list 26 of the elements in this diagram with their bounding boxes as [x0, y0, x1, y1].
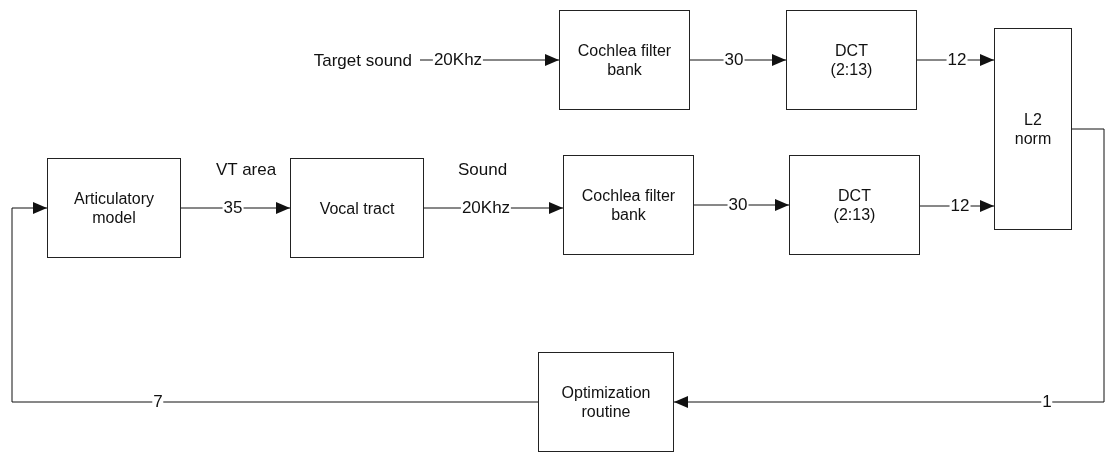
process-box: [47, 158, 181, 258]
box-label: DCT (2:13): [832, 186, 877, 224]
process-box: [563, 155, 694, 255]
input-label: Target sound: [313, 50, 412, 70]
signal-label: VT area: [216, 160, 277, 180]
arrow: [11, 202, 539, 403]
process-box: [290, 158, 424, 258]
box-label: Articulatory model: [73, 189, 155, 227]
process-box: [786, 10, 917, 110]
arrow: [693, 199, 790, 211]
arrow: [673, 128, 1105, 408]
arrow: [919, 200, 995, 212]
arrow: [916, 54, 995, 66]
arrow: [180, 202, 291, 214]
signal-label: Sound: [458, 160, 508, 180]
box-label: DCT (2:13): [829, 41, 874, 79]
process-box: [789, 155, 920, 255]
box-label: Vocal tract: [319, 198, 395, 218]
box-label: L2 norm: [1013, 110, 1053, 148]
arrow: [689, 54, 787, 66]
process-box: [538, 352, 674, 452]
process-box: [559, 10, 690, 110]
box-label: Cochlea filter bank: [576, 41, 673, 79]
box-label: Cochlea filter bank: [580, 186, 677, 224]
box-label: Optimization routine: [560, 383, 652, 421]
process-box: [994, 28, 1072, 230]
